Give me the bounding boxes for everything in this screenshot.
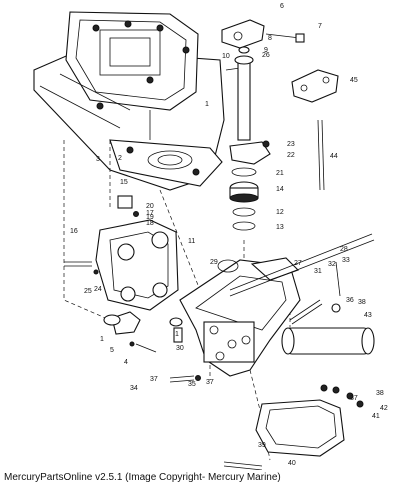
callout-2: 2	[118, 155, 122, 162]
lower-bracket	[223, 384, 364, 470]
copyright-caption: MercuryPartsOnline v2.5.1 (Image Copyrig…	[4, 472, 281, 483]
callout-35: 35	[188, 381, 196, 388]
callout-33: 33	[342, 257, 350, 264]
callout-29: 29	[210, 259, 218, 266]
callout-4: 4	[124, 359, 128, 366]
callout-42: 42	[380, 405, 388, 412]
callout-1: 1	[205, 101, 209, 108]
callout-6: 6	[280, 3, 284, 10]
callout-23: 23	[287, 141, 295, 148]
callout-13: 13	[276, 224, 284, 231]
callout-31: 31	[314, 268, 322, 275]
callout-34: 34	[130, 385, 138, 392]
parts-exploded-diagram: 1234567891011121314151617181920212223242…	[33, 3, 388, 470]
callout-1: 1	[100, 336, 104, 343]
callout-9: 9	[264, 47, 268, 54]
callout-20: 20	[146, 203, 154, 210]
swivel-bracket	[64, 195, 179, 353]
callout-27: 27	[294, 260, 302, 267]
callout-37: 37	[150, 376, 158, 383]
callout-16: 16	[70, 228, 78, 235]
callout-36: 36	[346, 297, 354, 304]
callout-5: 5	[110, 347, 114, 354]
callout-14: 14	[276, 186, 284, 193]
callout-17: 17	[146, 210, 154, 217]
callout-32: 32	[328, 261, 336, 268]
transom-bracket	[169, 233, 375, 377]
callout-37: 37	[350, 395, 358, 402]
callout-40: 40	[288, 460, 296, 467]
callout-38: 38	[358, 299, 366, 306]
callout-10: 10	[222, 53, 230, 60]
callout-11: 11	[188, 238, 195, 245]
callout-15: 15	[120, 179, 128, 186]
steering-arm-parts	[221, 19, 339, 231]
callout-labels: 1234567891011121314151617181920212223242…	[70, 3, 388, 467]
driveshaft-housing	[33, 11, 225, 191]
callout-1: 1	[175, 331, 179, 338]
callout-8: 8	[268, 35, 272, 42]
callout-22: 22	[287, 152, 295, 159]
callout-21: 21	[276, 170, 284, 177]
callout-30: 30	[176, 345, 184, 352]
callout-26: 26	[262, 52, 270, 59]
callout-24: 24	[94, 286, 102, 293]
callout-41: 41	[372, 413, 380, 420]
callout-3: 3	[96, 156, 100, 163]
callout-25: 25	[84, 288, 92, 295]
callout-28: 28	[340, 246, 348, 253]
callout-19: 19	[146, 214, 154, 221]
callout-18: 18	[146, 220, 154, 227]
callout-12: 12	[276, 209, 284, 216]
callout-7: 7	[318, 23, 322, 30]
callout-45: 45	[350, 77, 358, 84]
callout-39: 39	[258, 442, 266, 449]
callout-43: 43	[364, 312, 372, 319]
trim-cylinder	[169, 261, 375, 383]
callout-44: 44	[330, 153, 338, 160]
callout-38: 38	[376, 390, 384, 397]
callout-37: 37	[206, 379, 214, 386]
